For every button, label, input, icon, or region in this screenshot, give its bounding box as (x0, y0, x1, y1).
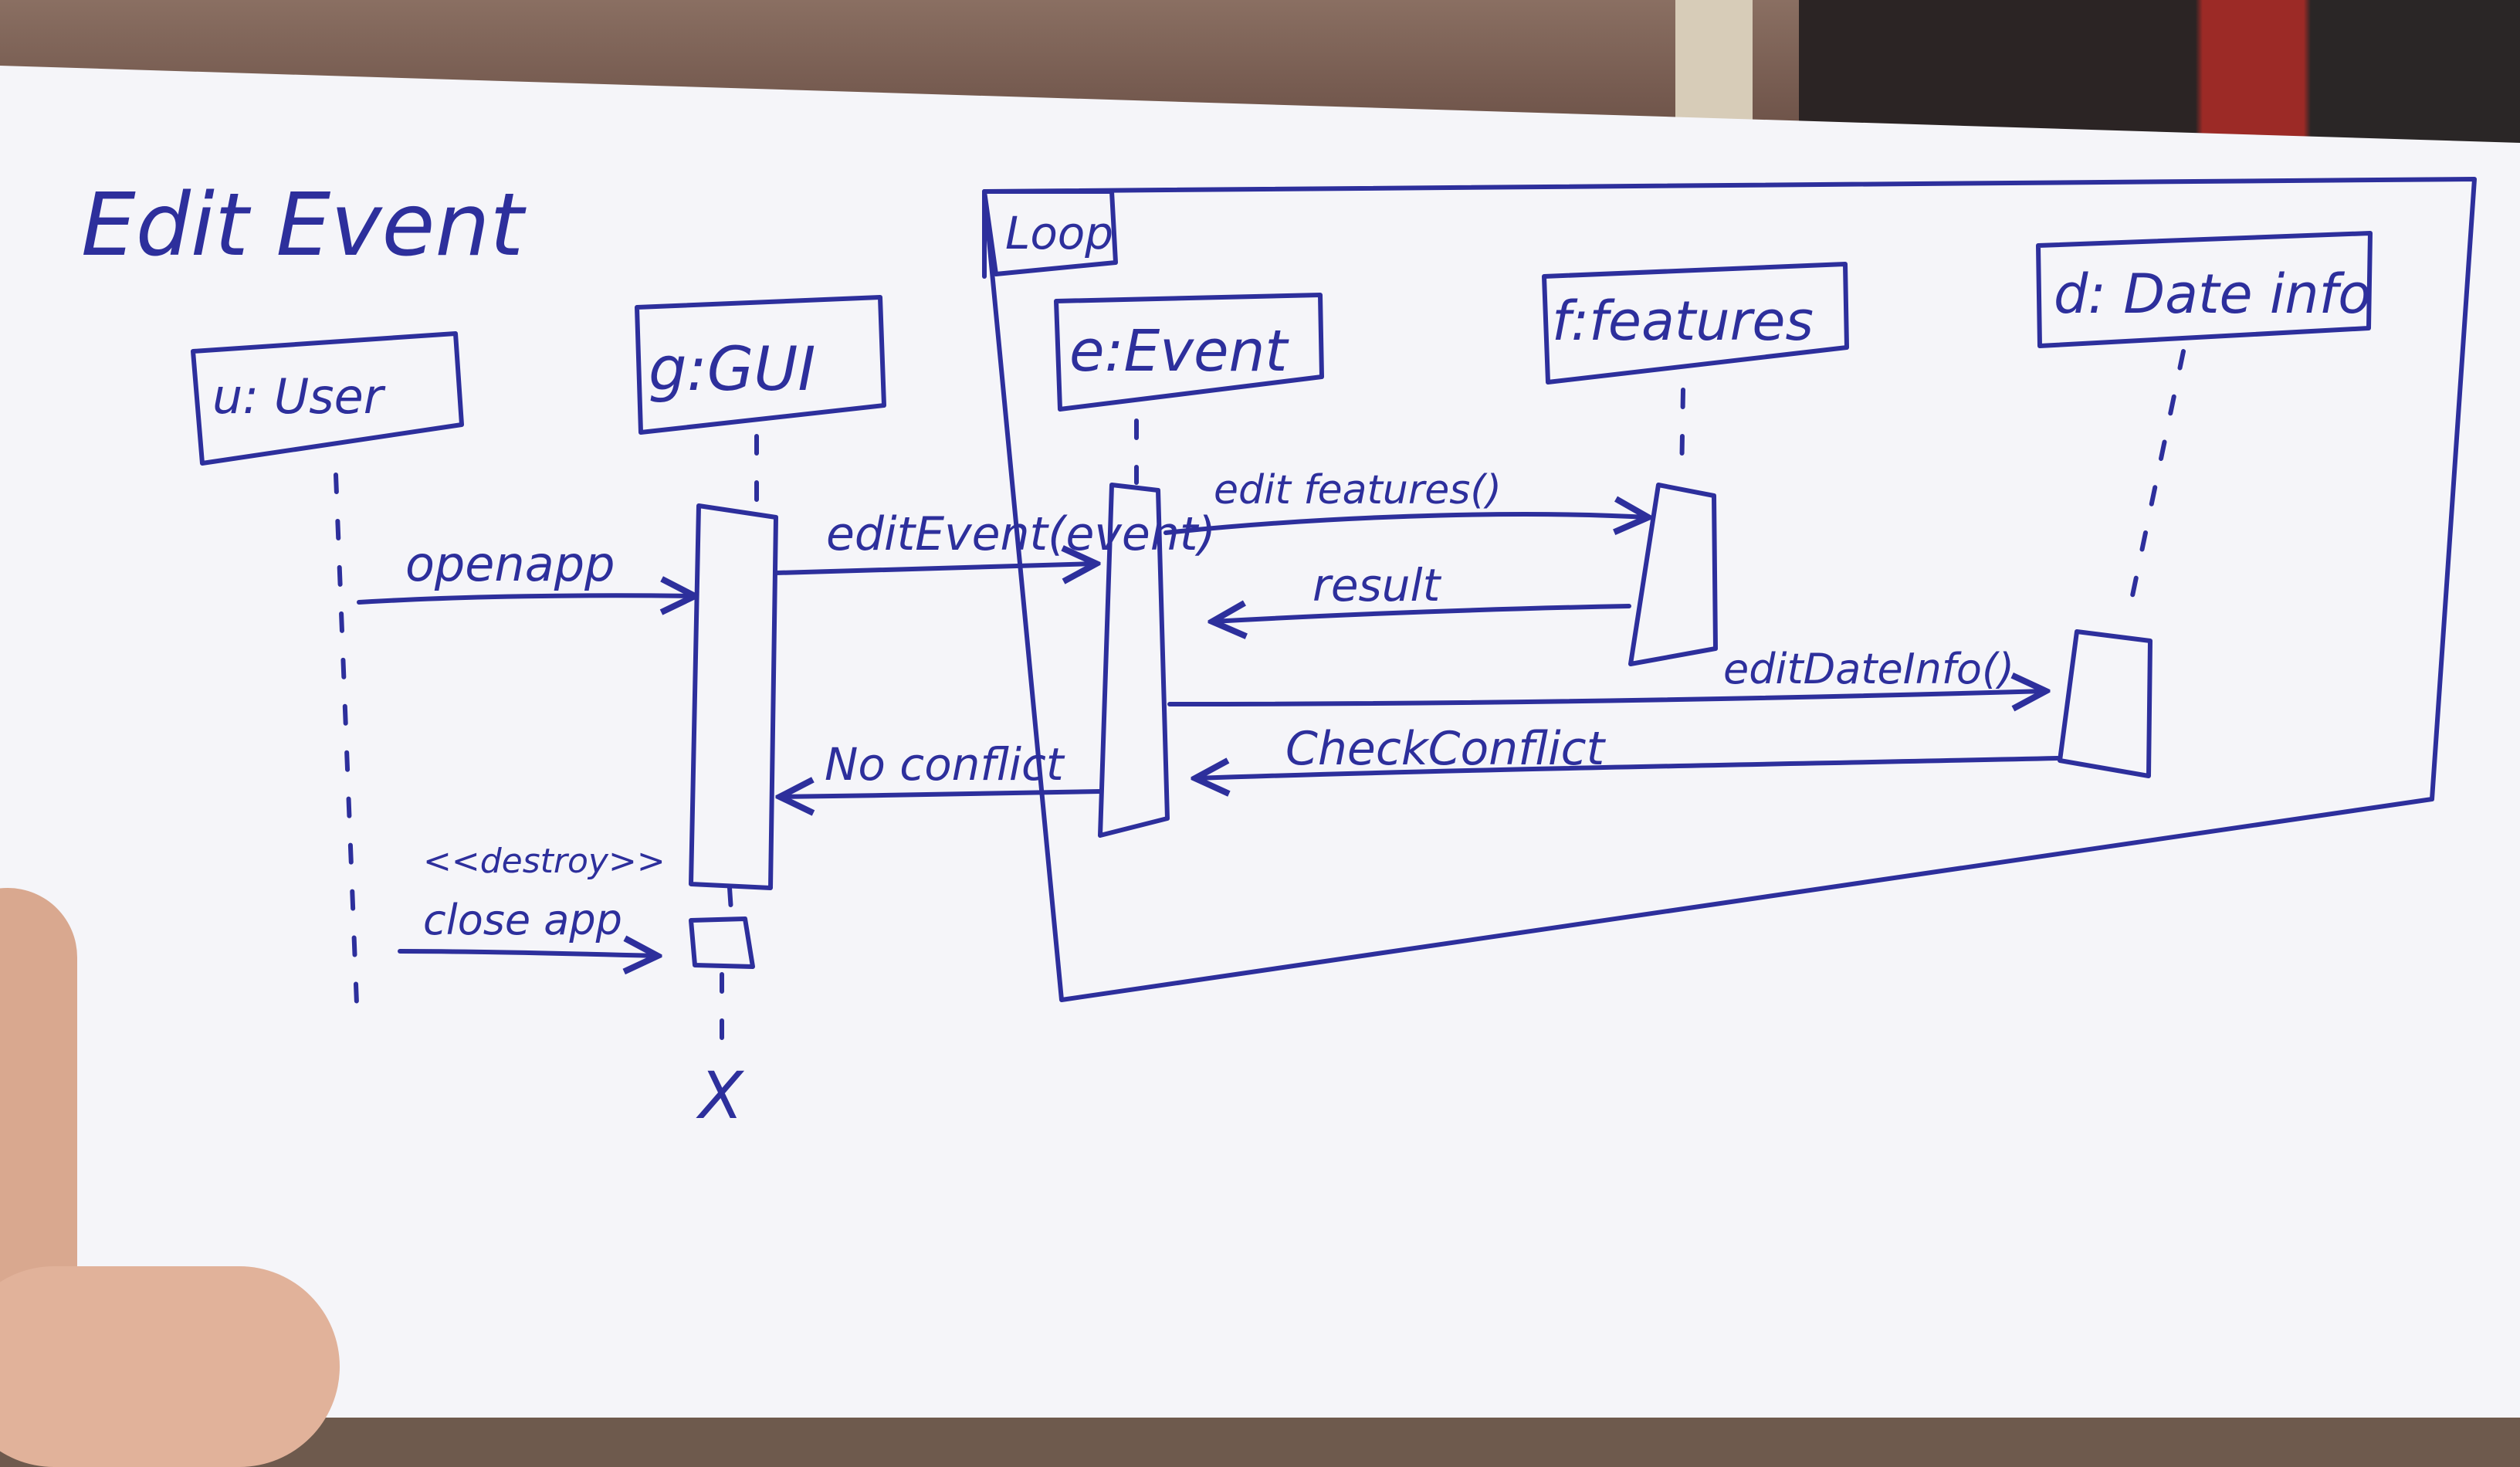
message-no-conflict-label: No conflict (825, 738, 1065, 791)
lifeline-user-head (191, 331, 464, 466)
message-destroy-stereotype: <<destroy>> (423, 842, 666, 881)
message-open-app-arrow (357, 595, 695, 602)
message-result-label: result (1312, 559, 1442, 612)
message-edit-date-info-arrow (1167, 691, 2046, 704)
lifeline-gui-label: g:GUI (649, 335, 815, 405)
gui-activation-bar (689, 503, 778, 890)
hand-finger (0, 1266, 340, 1467)
features-activation-bar (1628, 483, 1718, 666)
message-result-arrow (1212, 606, 1631, 622)
message-edit-features-arrow (1163, 514, 1648, 535)
lifeline-event-label: e:Event (1069, 318, 1289, 385)
message-edit-event-arrow (774, 564, 1096, 573)
lifeline-gui-head (635, 295, 886, 435)
diagram-canvas: Edit Event Loop u: User g:GUI X e:Event … (0, 66, 2520, 1418)
loop-label-box (982, 189, 1118, 276)
lifeline-event-head (1054, 293, 1324, 412)
lifeline-features-head (1542, 262, 1849, 385)
dateinfo-activation-bar (2058, 629, 2152, 778)
lifeline-features-label: f:features (1552, 290, 1814, 353)
loop-label: Loop (1005, 207, 1113, 259)
message-no-conflict-arrow (780, 791, 1102, 797)
message-edit-features-label: edit features() (1214, 467, 1502, 513)
message-edit-date-info-label: editDateInfo() (1723, 645, 2014, 693)
diagram-title: Edit Event (81, 175, 527, 276)
lifeline-dateinfo-head (2036, 231, 2373, 348)
message-check-conflict-arrow (1195, 756, 2060, 778)
lifeline-dateinfo-label: d: Date info (2054, 263, 2371, 326)
event-activation-bar (1098, 483, 1170, 838)
message-edit-event-label: editEvent(event) (826, 507, 1216, 561)
lifeline-user-label: u: User (212, 368, 386, 425)
gui-close-activation (689, 916, 755, 969)
message-close-app-label: close app (423, 896, 622, 944)
message-check-conflict-label: CheckConflict (1285, 722, 1607, 776)
message-close-app-arrow (398, 951, 658, 956)
paper-sheet (0, 66, 2520, 1418)
loop-fragment (982, 177, 2477, 1002)
message-open-app-label: openapp (405, 536, 615, 592)
destroy-marker: X (696, 1058, 745, 1133)
